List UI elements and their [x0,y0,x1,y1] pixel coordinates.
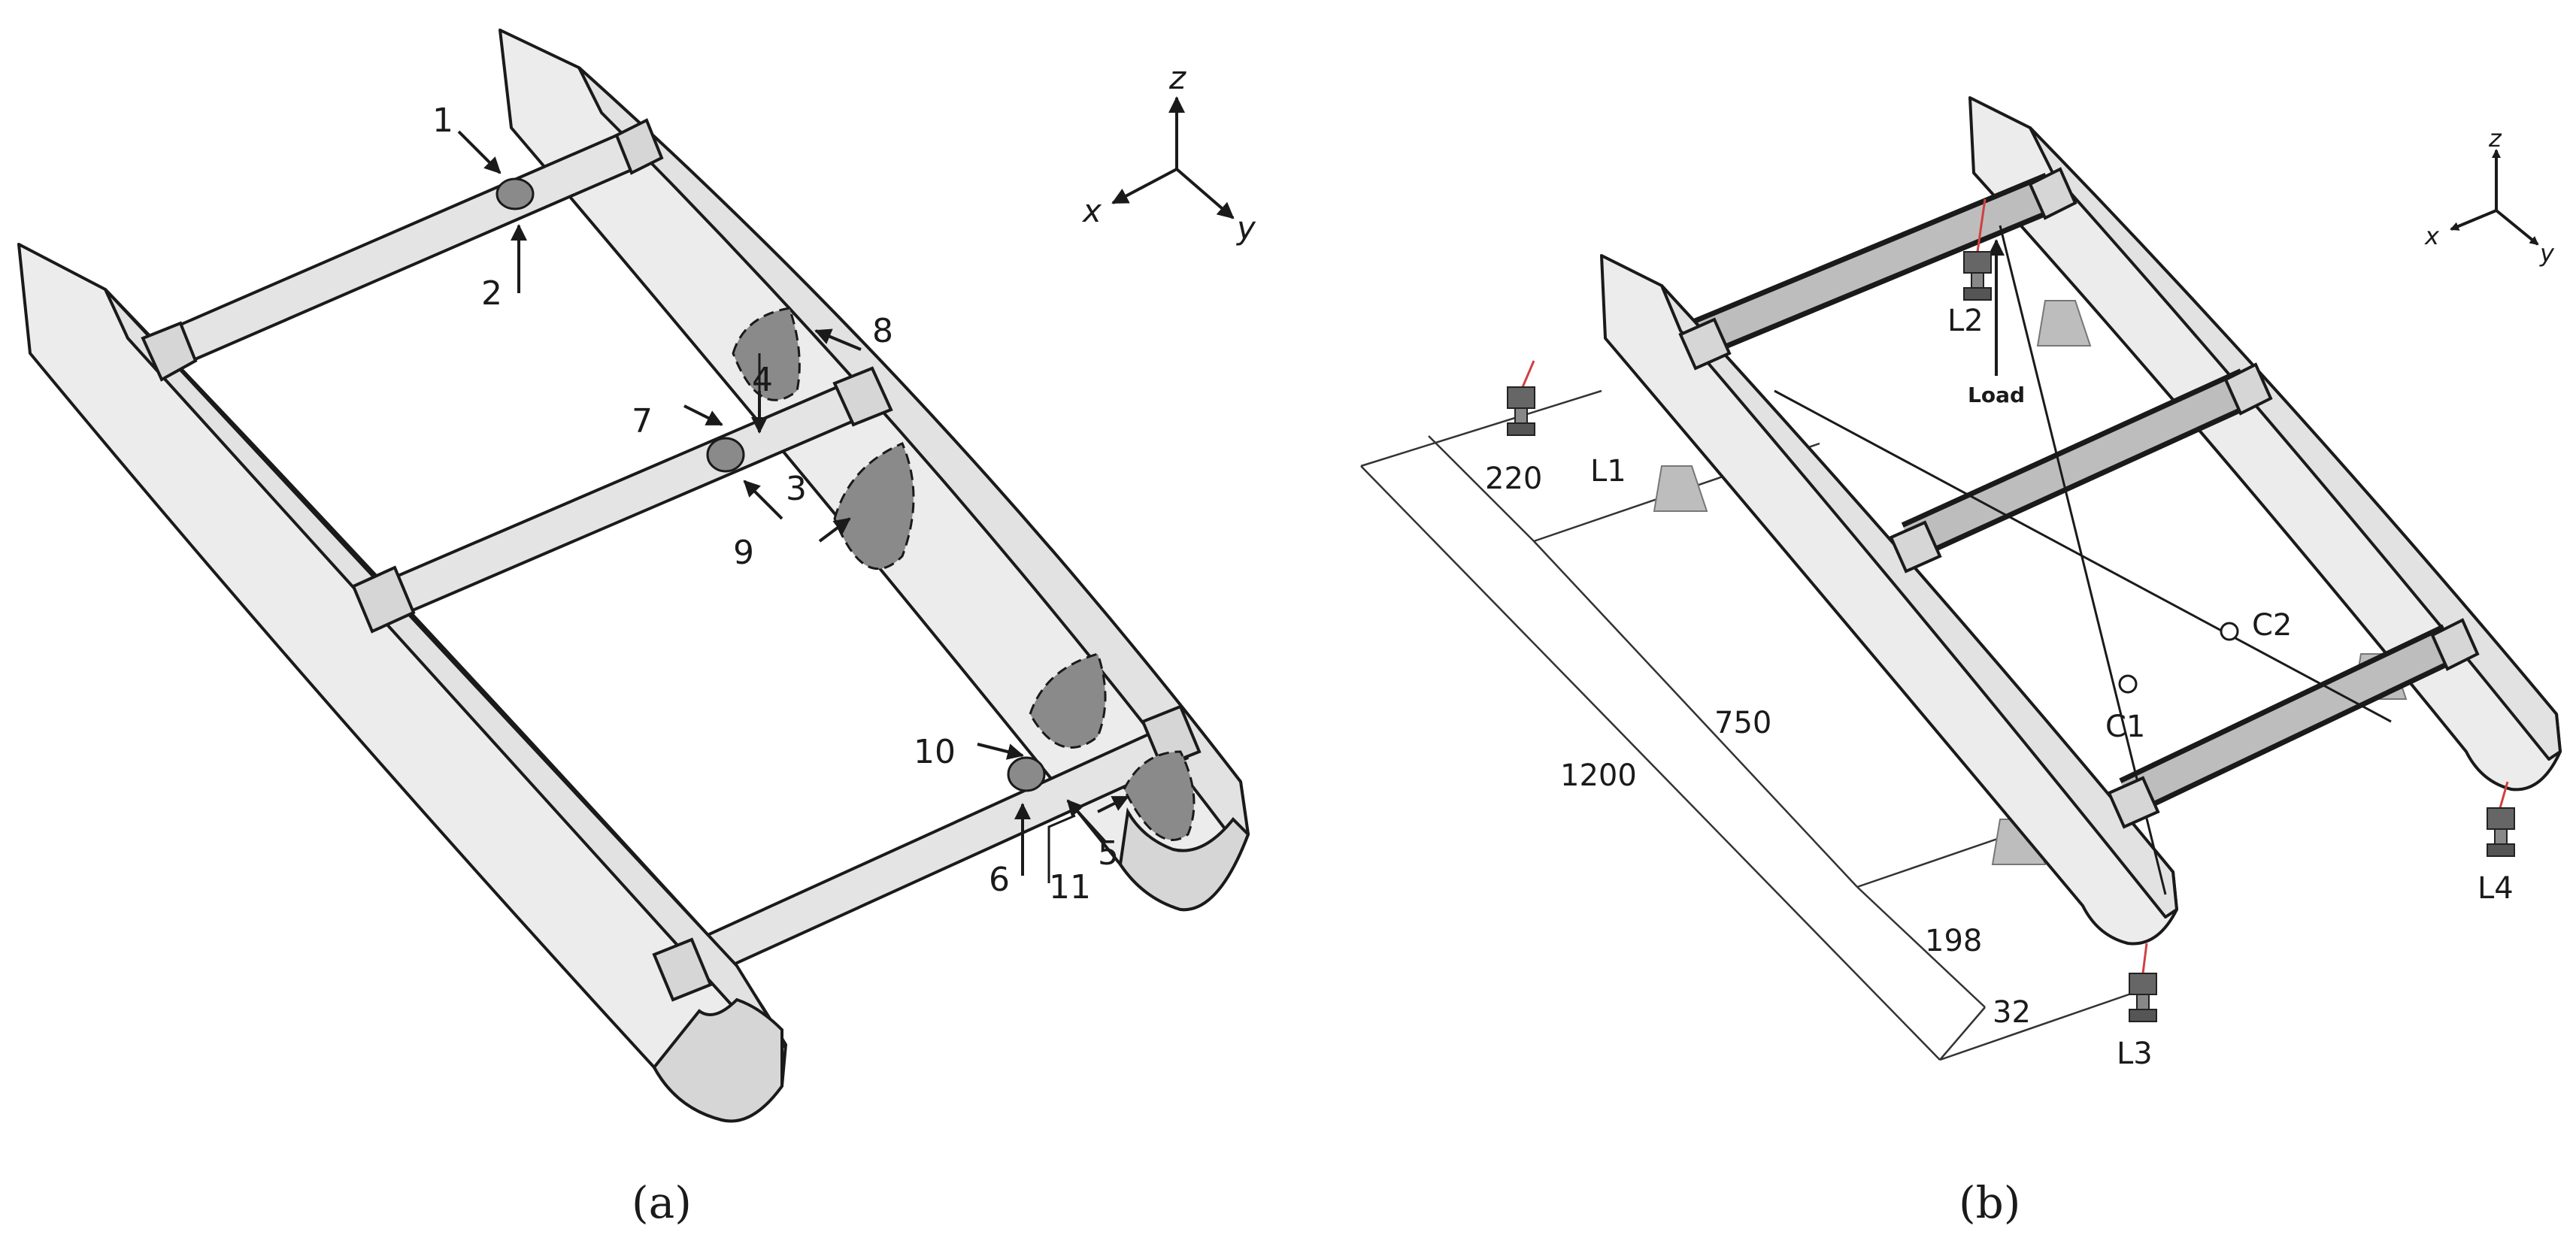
label-10: 10 [914,733,956,771]
label-5: 5 [1098,834,1119,873]
axis-x-label-b: x [2424,222,2440,250]
panel-b: 220 750 1200 198 32 [1360,96,2562,1228]
gauge-l3: L3 [2117,943,2157,1071]
point-c1-marker [2118,674,2138,694]
axis-x-label: x [1081,192,1102,229]
axis-y-label: y [1235,210,1256,247]
panel-a: 1 2 3 4 5 6 7 8 9 10 11 z x y (a) [17,29,1256,1228]
gauge-l1: L1 [1507,360,1626,489]
dim-220: 220 [1485,462,1542,496]
point-c2-marker [2220,622,2239,641]
panel-b-beams [1691,173,2460,816]
label-6: 6 [989,861,1010,899]
panel-b-hull-left [1600,254,2178,946]
gauge-l2: L2 [1947,198,1992,338]
gauge-l2-label: L2 [1947,304,1984,338]
dim-32: 32 [1993,995,2031,1030]
gauge-l4-label: L4 [2478,871,2514,906]
label-4: 4 [752,361,773,399]
point-c2-label: C2 [2252,608,2292,643]
panel-b-gauges: L1 L2 L3 L4 [1507,198,2515,1071]
axis-z-label: z [1168,59,1186,96]
label-9: 9 [733,534,754,572]
gauge-l4: L4 [2478,781,2515,906]
point-c1-label: C1 [2105,710,2145,744]
panel-a-beams [153,124,1190,988]
axis-y-label-b: y [2539,239,2555,268]
gauge-l1-label: L1 [1590,454,1626,489]
load-label: Load [1968,383,2025,407]
label-11: 11 [1049,868,1091,907]
label-8: 8 [872,312,893,350]
section-5 [1123,750,1196,841]
caption-a: (a) [632,1177,692,1228]
dim-198: 198 [1925,924,1982,958]
panel-b-saddles [1678,167,2480,829]
gauge-l3-label: L3 [2117,1037,2153,1071]
dim-1200: 1200 [1560,758,1637,793]
label-3: 3 [786,470,807,508]
label-1: 1 [432,101,453,140]
caption-b: (b) [1959,1177,2020,1228]
panel-a-dots [496,177,1046,792]
panel-a-axes: z x y [1081,59,1256,247]
panel-b-points: C1 C2 [2105,608,2292,744]
dim-750: 750 [1714,706,1771,740]
label-7: 7 [632,402,653,440]
panel-b-load: Load [1968,239,2025,407]
axis-z-label-b: z [2488,124,2502,153]
panel-a-sections [732,307,1196,841]
panel-a-arrows [457,130,1129,883]
panel-a-saddles [141,118,1202,1002]
label-2: 2 [481,274,502,313]
panel-a-labels: 1 2 3 4 5 6 7 8 9 10 11 [432,101,1119,907]
section-9 [833,442,915,571]
panel-b-axes: z x y [2424,124,2555,268]
section-10 [1029,652,1107,749]
